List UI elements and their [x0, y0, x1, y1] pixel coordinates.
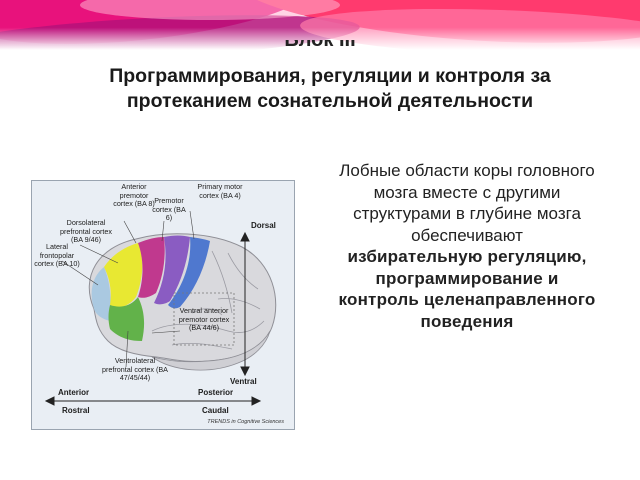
label-ventrolateral: Ventrolateral prefrontal cortex (BA 47/4… [102, 356, 168, 382]
region-premotor [154, 235, 190, 305]
label-anterior-premotor: Anterior premotor cortex (BA 8) [113, 182, 155, 208]
region-frontopolar [91, 267, 111, 321]
slide-title-partial: Блок III [284, 40, 356, 51]
brain-lower [151, 330, 271, 371]
body-normal-text: Лобные области коры головного мозга вмес… [339, 161, 595, 245]
label-primary-motor: Primary motor cortex (BA 4) [197, 182, 243, 200]
decorative-banner [0, 0, 640, 50]
label-anterior: Anterior [58, 388, 90, 397]
region-primary-motor [168, 237, 210, 309]
label-premotor: Premotor cortex (BA 6) [152, 196, 186, 222]
brain-diagram [44, 210, 277, 406]
ventral-premotor-box [173, 292, 235, 346]
label-ventral-anterior-premotor: Ventral anterior premotor cortex (BA 44/… [178, 306, 230, 332]
label-dorsal: Dorsal [251, 221, 276, 230]
label-posterior: Posterior [198, 388, 234, 397]
region-anterior-premotor [138, 237, 165, 298]
body-bold-text: избирательную регуляцию, программировани… [338, 247, 596, 331]
brain-figure: Anterior premotor cortex (BA 8) Premotor… [31, 180, 295, 430]
label-dorsolateral: Dorsolateral prefrontal cortex (BA 9/46) [60, 218, 112, 244]
figure-credit: TRENDS in Cognitive Sciences [207, 419, 284, 425]
body-text: Лобные области коры головного мозга вмес… [338, 160, 596, 332]
region-dorsolateral [104, 243, 143, 307]
label-caudal: Caudal [202, 406, 229, 415]
label-rostral: Rostral [62, 406, 90, 415]
region-ventrolateral [108, 297, 145, 341]
slide-title: Программирования, регуляции и контроля з… [109, 65, 551, 112]
label-ventral: Ventral [230, 377, 257, 386]
label-lateral-frontopolar: Lateral frontopolar cortex (BA 10) [34, 242, 80, 268]
